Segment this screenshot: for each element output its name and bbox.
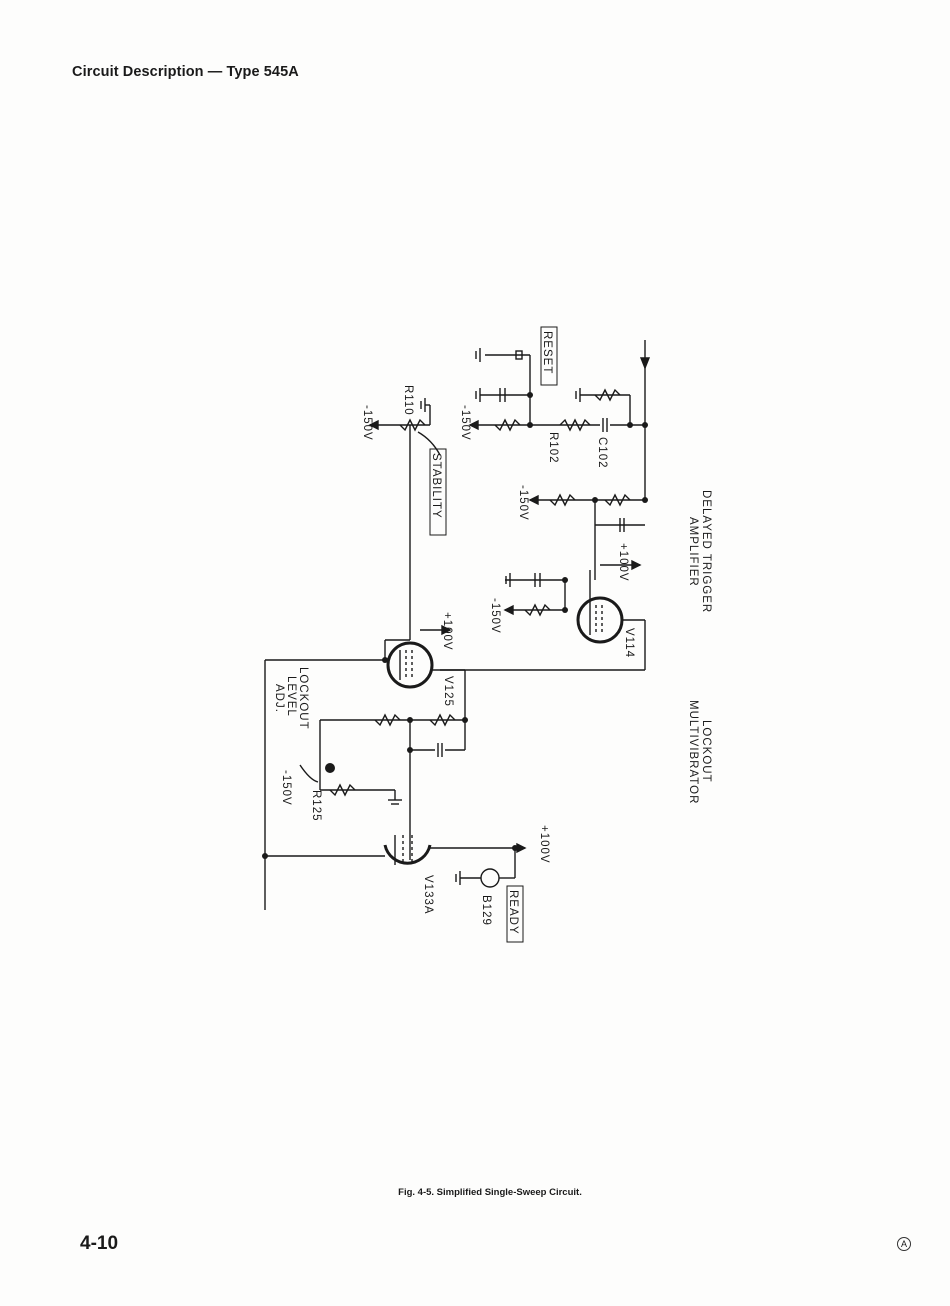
label-lockout-mv-2: MULTIVIBRATOR	[687, 700, 699, 804]
label-delayed-trigger-2: AMPLIFIER	[687, 517, 699, 587]
label-stability: STABILITY	[430, 453, 442, 519]
voltage-neg150-r125: -150V	[280, 770, 292, 806]
publisher-mark-glyph: A	[897, 1237, 911, 1251]
voltage-neg150-r110: -150V	[361, 405, 373, 441]
voltage-pos100-v133a: +100V	[538, 825, 550, 864]
label-v133a: V133A	[422, 875, 434, 915]
page-number: 4-10	[80, 1233, 118, 1255]
publisher-mark: A	[897, 1237, 911, 1251]
label-r102: R102	[547, 432, 559, 464]
figure-caption-text: Fig. 4-5. Simplified Single-Sweep Circui…	[398, 1187, 582, 1198]
label-lockout-adj-1: LOCKOUT	[297, 667, 309, 730]
label-delayed-trigger-1: DELAYED TRIGGER	[700, 490, 712, 613]
label-lockout-mv-1: LOCKOUT	[700, 720, 712, 783]
label-reset: RESET	[541, 331, 553, 374]
label-v125: V125	[442, 676, 454, 707]
voltage-neg150-v114: -150V	[489, 598, 501, 634]
label-b129: B129	[480, 895, 492, 926]
label-ready: READY	[507, 890, 519, 935]
label-r110: R110	[402, 385, 414, 416]
figure-caption: Fig. 4-5. Simplified Single-Sweep Circui…	[0, 1187, 950, 1198]
label-lockout-adj-2: LEVEL	[285, 676, 297, 717]
label-c102: C102	[596, 437, 608, 469]
label-lockout-adj-3: ADJ.	[273, 684, 285, 713]
voltage-pos100-v114: +100V	[617, 543, 629, 582]
voltage-pos100-v125: +100V	[441, 612, 453, 651]
voltage-neg150-r102: -150V	[459, 405, 471, 441]
label-v114: V114	[623, 628, 635, 658]
label-r125: R125	[310, 790, 322, 822]
voltage-neg150-c: -150V	[517, 485, 529, 521]
